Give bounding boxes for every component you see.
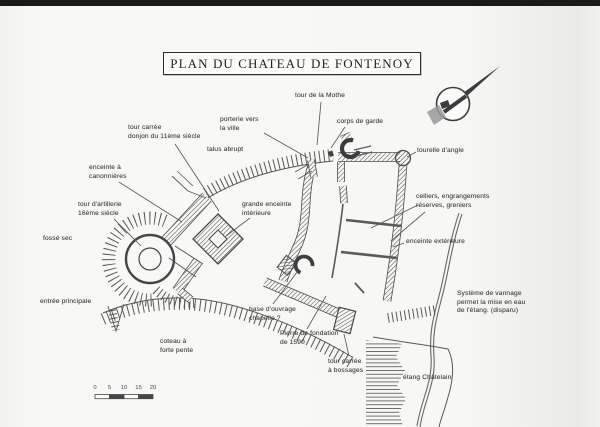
scale-bar [94,394,154,400]
interior-walls [171,145,402,294]
tour-artillerie-shape [124,233,204,285]
label-pierre-fondation: Pierre de fondation de 1590 [280,330,339,346]
tour-bossages-shape [332,306,357,335]
label-tourelle: tourelle d'angle [417,147,464,154]
castle-walls [124,132,412,335]
pond-water [366,340,406,426]
label-talus: talus abrupt [207,146,244,153]
label-donjon: tour carrée donjon du 11ème siècle [128,124,201,140]
chapelle-shape [293,254,315,276]
tourelle-angle-shape [394,149,412,167]
label-bossages: tour carrée à bossages [328,358,364,374]
label-enceinte-ext: enceinte extérieure [406,238,465,245]
scale-tick-20: 20 [149,385,157,391]
label-etang: étang Châtelain [403,374,452,381]
label-vannage: Système de vannage permet la mise en eau… [457,290,526,315]
label-celliers: celliers, engrangements réserves, grenie… [416,193,490,209]
base-ouvrage-shape [276,254,298,276]
donjon-keep [192,213,244,265]
scan-top-edge [0,0,600,6]
scale-tick-15: 15 [135,385,142,391]
north-arrow-icon [427,66,500,125]
label-tour-mothe: tour de la Mothe [295,92,346,99]
label-chapelle: base d'ouvrage chapelle ? [249,306,296,322]
label-artillerie: tour d'artillerie 16ème siècle [78,201,122,217]
label-fosse-sec: fossé sec [43,235,73,242]
terrain-features [100,149,463,427]
scale-tick-0: 0 [93,385,97,391]
label-entree: entrée principale [40,298,92,305]
scale-tick-5: 5 [107,385,112,391]
label-canonnieres: enceinte à canonnières [89,164,127,180]
label-porterie: porterie vers la ville [220,116,259,132]
label-corps-garde: corps de garde [337,118,384,125]
tour-mothe-shape [339,137,362,160]
label-grande-enceinte: grande enceinte intérieure [242,201,292,217]
label-coteau: coteau à forte pente [160,338,194,354]
label-pointer-lines [113,101,426,357]
scale-tick-10: 10 [120,385,128,391]
map-title: PLAN DU CHATEAU DE FONTENOY [163,52,421,75]
